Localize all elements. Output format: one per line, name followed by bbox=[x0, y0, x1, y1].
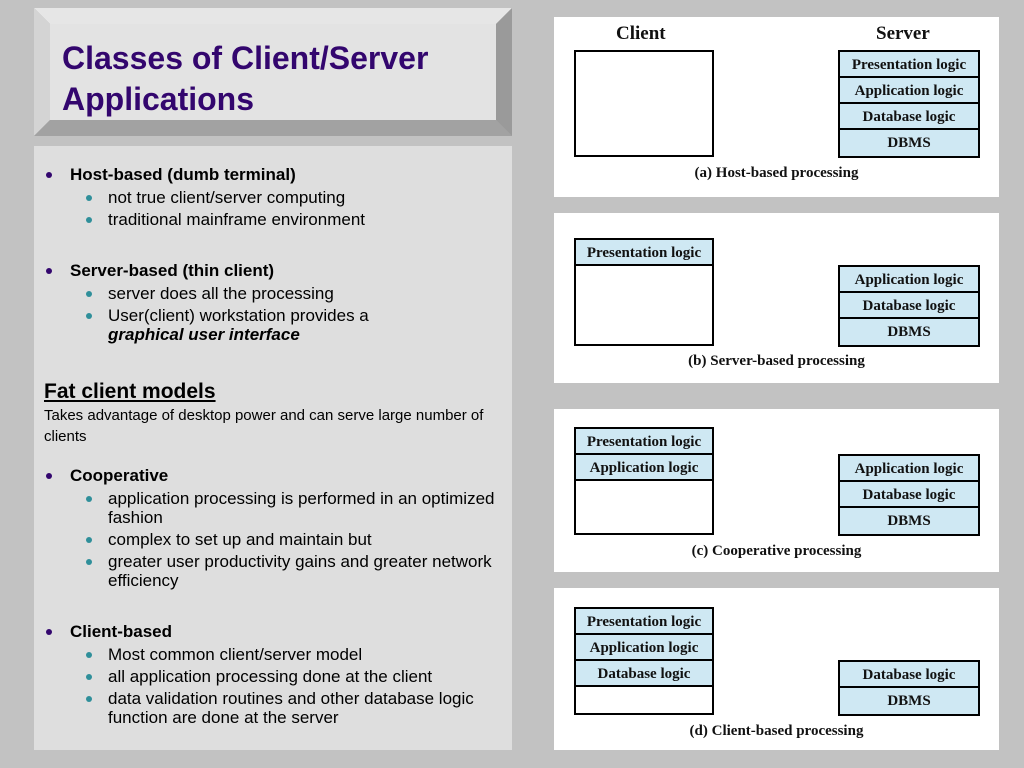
diagram-caption: (c) Cooperative processing bbox=[691, 543, 862, 559]
application-logic-cell: Application logic bbox=[840, 267, 978, 293]
dbms-cell: DBMS bbox=[840, 130, 978, 156]
sub-bullet-dot-icon bbox=[86, 652, 92, 658]
sub-bullet-dot-icon bbox=[86, 696, 92, 702]
presentation-logic-cell: Presentation logic bbox=[840, 52, 978, 78]
client-box: Presentation logic Application logic Dat… bbox=[574, 607, 714, 715]
sub-bullet: application processing is performed in a… bbox=[44, 489, 498, 527]
bullet-label: Client-based bbox=[70, 622, 173, 641]
spacer bbox=[44, 347, 498, 371]
title-bevel-left bbox=[34, 8, 50, 136]
sub-bullet: all application processing done at the c… bbox=[44, 667, 498, 686]
presentation-logic-cell: Presentation logic bbox=[576, 429, 712, 455]
bullet-server-based: Server-based (thin client) bbox=[44, 260, 498, 282]
diagram-caption: (b) Server-based processing bbox=[688, 353, 865, 369]
sub-bullet-label: Most common client/server model bbox=[108, 645, 363, 664]
title-face bbox=[50, 24, 496, 120]
database-logic-cell: Database logic bbox=[840, 293, 978, 319]
spacer bbox=[44, 232, 498, 256]
section-fat-client: Fat client models Takes advantage of des… bbox=[44, 379, 498, 447]
title-box: Classes of Client/Server Applications bbox=[34, 8, 512, 136]
bullet-dot-icon bbox=[46, 629, 52, 635]
sub-bullet: server does all the processing bbox=[44, 284, 498, 303]
bullet-label: Host-based (dumb terminal) bbox=[70, 165, 296, 184]
bullet-client-based: Client-based bbox=[44, 621, 498, 643]
dbms-cell: DBMS bbox=[840, 508, 978, 534]
title-bevel-top bbox=[34, 8, 512, 24]
client-box bbox=[574, 50, 714, 157]
page-title: Classes of Client/Server Applications bbox=[62, 40, 429, 117]
application-logic-cell: Application logic bbox=[840, 456, 978, 482]
sub-bullet-dot-icon bbox=[86, 537, 92, 543]
sub-bullet-dot-icon bbox=[86, 496, 92, 502]
database-logic-cell: Database logic bbox=[840, 104, 978, 130]
spacer bbox=[44, 593, 498, 617]
section-host-based: Host-based (dumb terminal) not true clie… bbox=[44, 164, 498, 229]
bullet-dot-icon bbox=[46, 473, 52, 479]
sub-bullet: Most common client/server model bbox=[44, 645, 498, 664]
fat-client-description: Takes advantage of desktop power and can… bbox=[44, 407, 484, 445]
client-column-label: Client bbox=[616, 23, 666, 44]
sub-bullet-dot-icon bbox=[86, 674, 92, 680]
diagram-caption: (a) Host-based processing bbox=[694, 165, 859, 181]
section-server-based: Server-based (thin client) server does a… bbox=[44, 260, 498, 344]
diagram-client-based: Presentation logic Application logic Dat… bbox=[554, 588, 999, 750]
sub-bullet-dot-icon bbox=[86, 559, 92, 565]
application-logic-cell: Application logic bbox=[840, 78, 978, 104]
dbms-cell: DBMS bbox=[840, 688, 978, 714]
diagram-cooperative: Presentation logic Application logic App… bbox=[554, 409, 999, 572]
server-box: Database logic DBMS bbox=[838, 660, 980, 716]
database-logic-cell: Database logic bbox=[840, 482, 978, 508]
sub-bullet-label: all application processing done at the c… bbox=[108, 667, 433, 686]
client-box: Presentation logic bbox=[574, 238, 714, 346]
bullet-dot-icon bbox=[46, 172, 52, 178]
bullet-dot-icon bbox=[46, 268, 52, 274]
title-bevel-bottom bbox=[34, 120, 512, 136]
section-cooperative: Cooperative application processing is pe… bbox=[44, 465, 498, 590]
diagram-caption: (d) Client-based processing bbox=[689, 723, 864, 739]
sub-bullet-dot-icon bbox=[86, 195, 92, 201]
bullet-label: Server-based (thin client) bbox=[70, 261, 275, 280]
sub-bullet-label: User(client) workstation provides a bbox=[108, 306, 369, 325]
database-logic-cell: Database logic bbox=[576, 661, 712, 687]
bullet-label: Cooperative bbox=[70, 466, 169, 485]
sub-bullet-label: application processing is performed in a… bbox=[108, 489, 495, 527]
bullet-host-based: Host-based (dumb terminal) bbox=[44, 164, 498, 186]
presentation-logic-cell: Presentation logic bbox=[576, 609, 712, 635]
sub-bullet: traditional mainframe environment bbox=[44, 210, 498, 229]
application-logic-cell: Application logic bbox=[576, 455, 712, 481]
sub-bullet: complex to set up and maintain but bbox=[44, 530, 498, 549]
title-bevel-right bbox=[496, 8, 512, 136]
dbms-cell: DBMS bbox=[840, 319, 978, 345]
sub-bullet-dot-icon bbox=[86, 313, 92, 319]
server-box: Presentation logic Application logic Dat… bbox=[838, 50, 980, 158]
sub-bullet-label: greater user productivity gains and grea… bbox=[108, 552, 492, 590]
server-box: Application logic Database logic DBMS bbox=[838, 454, 980, 536]
server-box: Application logic Database logic DBMS bbox=[838, 265, 980, 347]
section-client-based: Client-based Most common client/server m… bbox=[44, 621, 498, 727]
sub-bullet: data validation routines and other datab… bbox=[44, 689, 498, 727]
sub-bullet-dot-icon bbox=[86, 217, 92, 223]
sub-bullet: greater user productivity gains and grea… bbox=[44, 552, 498, 590]
database-logic-cell: Database logic bbox=[840, 662, 978, 688]
sub-bullet-label: not true client/server computing bbox=[108, 188, 346, 207]
diagram-server-based: Presentation logic Application logic Dat… bbox=[554, 213, 999, 383]
application-logic-cell: Application logic bbox=[576, 635, 712, 661]
spacer bbox=[44, 447, 498, 461]
sub-bullet-label: server does all the processing bbox=[108, 284, 334, 303]
client-box: Presentation logic Application logic bbox=[574, 427, 714, 535]
sub-bullet-label: data validation routines and other datab… bbox=[108, 689, 474, 727]
server-column-label: Server bbox=[876, 23, 930, 44]
sub-bullet: not true client/server computing bbox=[44, 188, 498, 207]
sub-bullet-label: complex to set up and maintain but bbox=[108, 530, 372, 549]
content-panel: Host-based (dumb terminal) not true clie… bbox=[34, 146, 512, 750]
sub-bullet-emphasis: graphical user interface bbox=[108, 325, 300, 344]
sub-bullet-dot-icon bbox=[86, 291, 92, 297]
diagram-host-based: Client Server Presentation logic Applica… bbox=[554, 17, 999, 197]
bullet-cooperative: Cooperative bbox=[44, 465, 498, 487]
presentation-logic-cell: Presentation logic bbox=[576, 240, 712, 266]
sub-bullet-label: traditional mainframe environment bbox=[108, 210, 366, 229]
fat-client-heading: Fat client models bbox=[44, 380, 216, 403]
